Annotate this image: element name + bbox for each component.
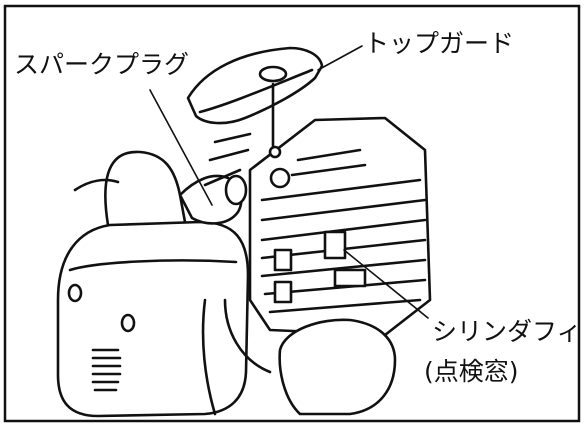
leader-lines	[149, 45, 429, 319]
spark-plug-label: スパークプラグ	[14, 50, 189, 79]
top-guard-leader	[317, 45, 363, 71]
vent-grille	[91, 348, 122, 392]
top-guard	[186, 46, 324, 159]
diagram-frame	[3, 4, 581, 423]
lower-hose	[223, 298, 272, 374]
lower-tube	[201, 298, 217, 416]
cylinder-fin-leader	[343, 249, 429, 319]
top-guard-label: トップガード	[364, 29, 514, 58]
spark-plug-cap	[178, 168, 248, 225]
starter-housing	[56, 220, 250, 418]
cylinder-block	[208, 116, 432, 337]
cylinder-fin-label: シリンダフィン	[432, 317, 584, 346]
handle-grip	[73, 178, 120, 192]
engine-illustration	[56, 46, 432, 418]
handle-loop	[104, 150, 187, 227]
crankcase	[278, 318, 397, 416]
inspection-window-label: (点検窓)	[424, 357, 519, 386]
spark-plug-leader	[149, 89, 213, 206]
